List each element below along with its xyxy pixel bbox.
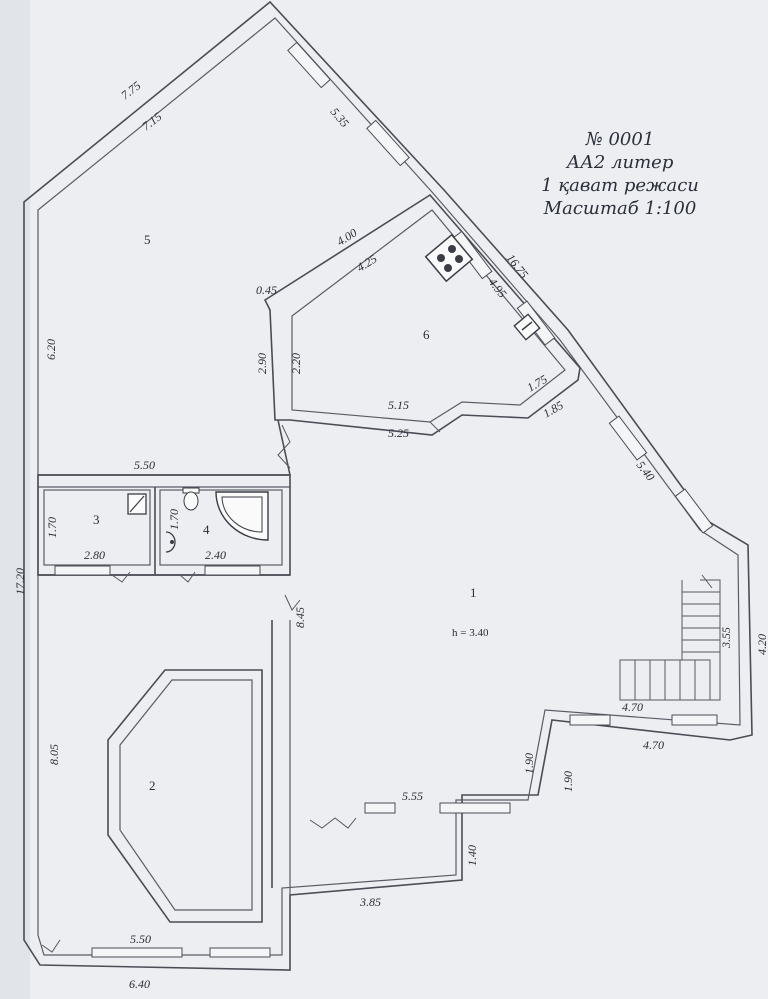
title-block: № 0001 АА2 литер 1 қават режаси Масштаб … (520, 128, 720, 220)
doors (41, 421, 713, 953)
dim-r2-left: 8.05 (47, 744, 61, 765)
dim-r6-left-outer: 2.90 (255, 353, 269, 374)
plan-number: № 0001 (585, 129, 655, 150)
plan-floor: 1 қават режаси (541, 175, 699, 196)
plan-scale: Масштаб 1:100 (543, 198, 697, 219)
room-label-5: 5 (144, 232, 151, 247)
stove-icon (424, 233, 474, 283)
dim-r3-width: 2.80 (84, 548, 105, 562)
windows (54, 41, 718, 958)
dim-r5-bottom: 5.50 (134, 458, 155, 472)
dim-r3-height: 1.70 (45, 517, 59, 538)
washing-machine-icon (127, 493, 147, 515)
dim-r6-bottom-inner: 5.15 (388, 398, 409, 412)
room-label-1: 1 (470, 585, 477, 600)
dim-hall-corridor: 8.45 (293, 607, 307, 628)
dim-r4-width: 2.40 (205, 548, 226, 562)
room-2-pool-inner (119, 679, 253, 911)
dim-bottom-mid: 5.55 (402, 789, 423, 803)
dim-r6-corner: 0.45 (256, 283, 277, 297)
dim-step-v-inner: 1.90 (522, 753, 536, 774)
plan-liter: АА2 литер (566, 152, 674, 173)
dim-r5-left: 6.20 (44, 339, 58, 360)
toilet-icon (182, 487, 200, 511)
room-label-4: 4 (203, 522, 210, 537)
room-2-pool (107, 669, 263, 923)
dim-r6-bottom-outer: 5.25 (388, 426, 409, 440)
dim-r4-height: 1.70 (167, 509, 181, 530)
room-label-2: 2 (149, 778, 156, 793)
dim-r6-left-inner: 2.20 (289, 353, 303, 374)
dim-step-inner: 4.70 (622, 700, 643, 714)
dim-step-v-outer: 1.90 (561, 771, 575, 792)
room-label-3: 3 (93, 512, 100, 527)
paper-shade-left (0, 0, 30, 999)
room-4-inner (159, 489, 283, 566)
dim-bottom-short: 3.85 (359, 895, 381, 909)
sink-icon (513, 313, 541, 341)
dim-r2-bottom-outer: 6.40 (129, 977, 150, 991)
washbasin-icon (165, 531, 176, 553)
dim-stair: 3.55 (719, 627, 733, 649)
dim-r2-bottom-inner: 5.50 (130, 932, 151, 946)
shower-icon (215, 491, 269, 541)
dim-total-left: 17.20 (13, 568, 27, 595)
room-3-inner (43, 489, 151, 566)
room-height: h = 3.40 (452, 627, 489, 639)
dim-right-side: 4.20 (755, 634, 768, 655)
dim-step-outer: 4.70 (643, 738, 664, 752)
outer-wall (23, 0, 753, 971)
dim-bottom-drop: 1.40 (465, 845, 479, 866)
room-label-6: 6 (423, 327, 430, 342)
staircase (619, 579, 721, 701)
